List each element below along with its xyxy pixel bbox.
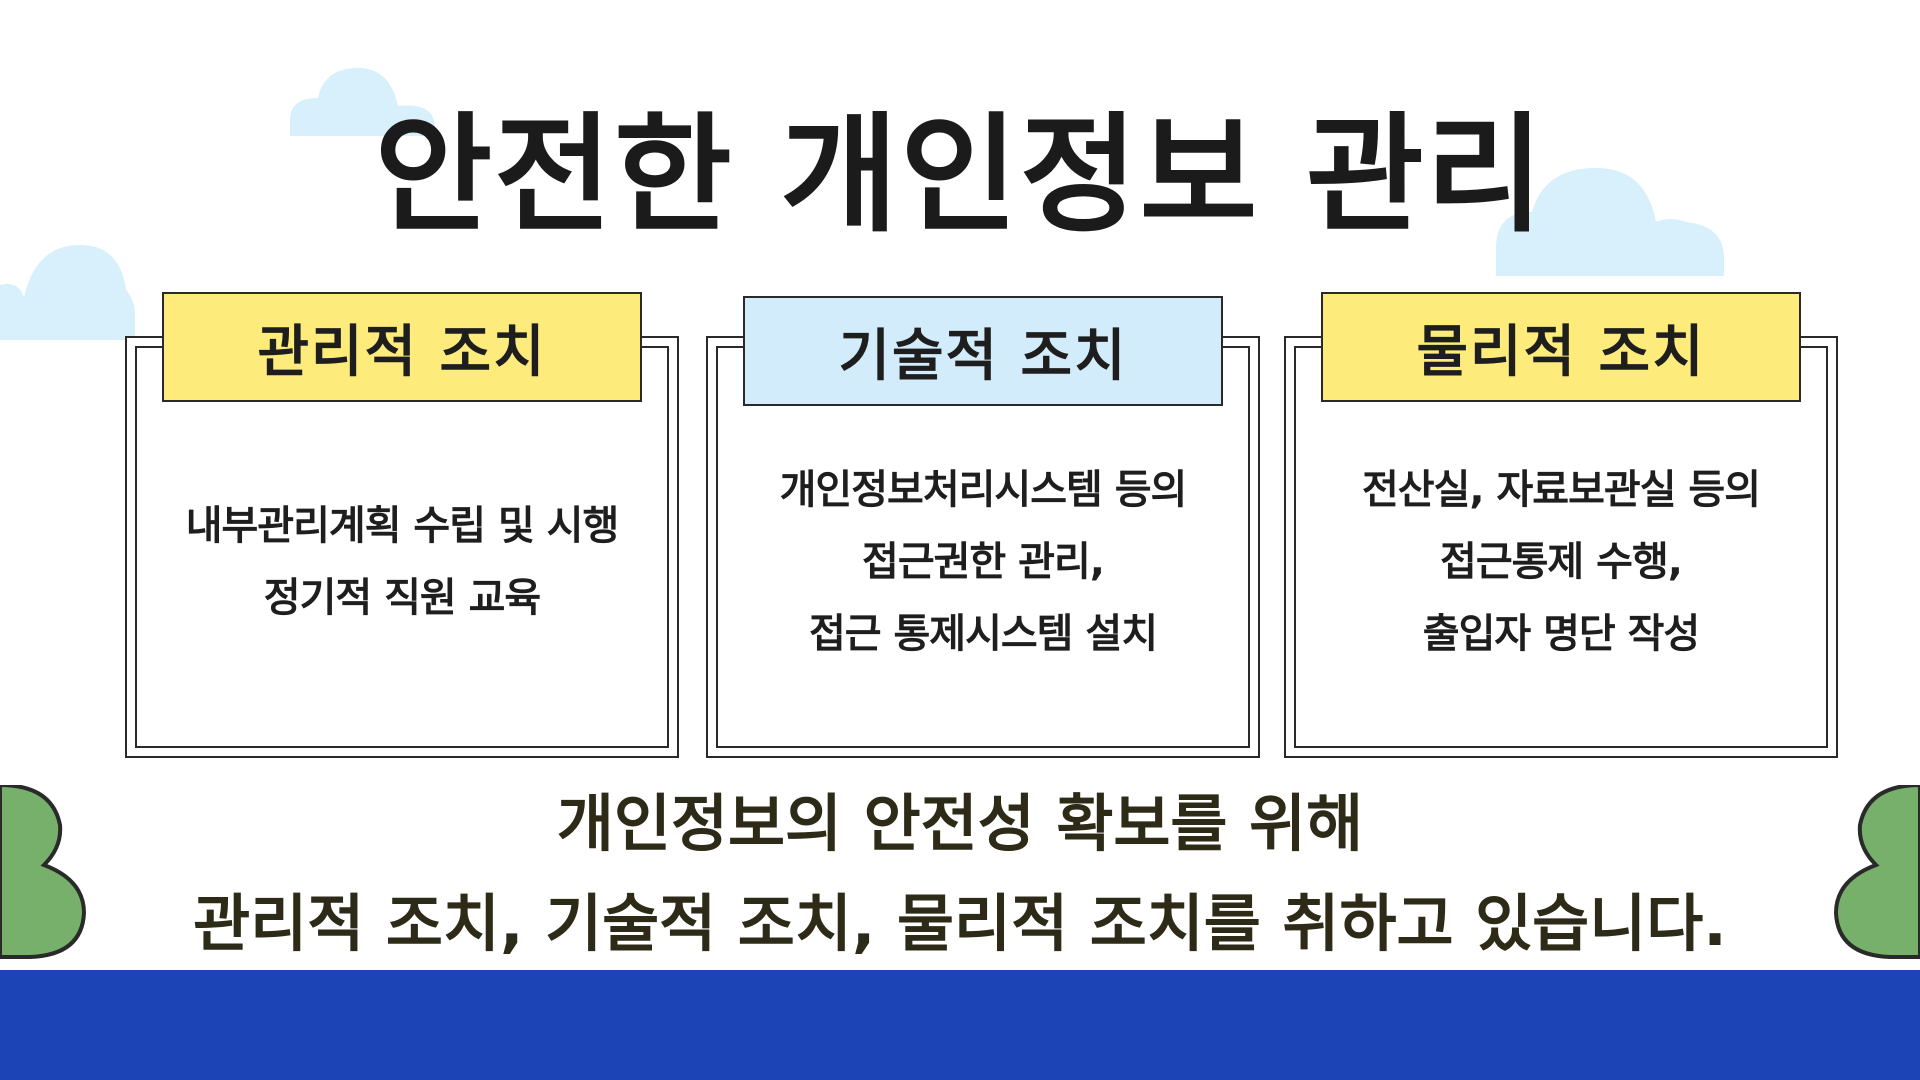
tree-left [0, 785, 87, 959]
card-technical: 개인정보처리시스템 등의 접근권한 관리, 접근 통제시스템 설치 [706, 336, 1260, 758]
card-physical-text: 전산실, 자료보관실 등의 접근통제 수행, 출입자 명단 작성 [1361, 424, 1761, 670]
card-administrative-header: 관리적 조치 [162, 292, 642, 402]
card-technical-header: 기술적 조치 [743, 296, 1223, 406]
card-technical-text: 개인정보처리시스템 등의 접근권한 관리, 접근 통제시스템 설치 [779, 424, 1188, 670]
tree-right [1833, 785, 1920, 959]
card-line: 내부관리계획 수립 및 시행 [185, 503, 620, 549]
card-physical-header: 물리적 조치 [1321, 292, 1801, 402]
page-title: 안전한 개인정보 관리 [374, 101, 1546, 250]
card-line: 접근통제 수행, [1440, 539, 1683, 585]
summary-line-2: 관리적 조치, 기술적 조치, 물리적 조치를 취하고 있습니다. [193, 887, 1727, 960]
card-line: 출입자 명단 작성 [1422, 611, 1700, 657]
cloud-right [1496, 168, 1724, 276]
card-line: 개인정보처리시스템 등의 [779, 467, 1188, 513]
card-line: 전산실, 자료보관실 등의 [1361, 467, 1761, 513]
ground-band [0, 970, 1920, 1080]
summary-line-1: 개인정보의 안전성 확보를 위해 [556, 787, 1364, 860]
card-line: 접근 통제시스템 설치 [808, 611, 1158, 657]
card-administrative: 내부관리계획 수립 및 시행 정기적 직원 교육 [125, 336, 679, 758]
cloud-top-left [290, 68, 435, 136]
card-line: 접근권한 관리, [862, 539, 1105, 585]
card-administrative-text: 내부관리계획 수립 및 시행 정기적 직원 교육 [185, 460, 620, 634]
card-physical: 전산실, 자료보관실 등의 접근통제 수행, 출입자 명단 작성 [1284, 336, 1838, 758]
cloud-left [0, 245, 135, 340]
card-line: 정기적 직원 교육 [263, 575, 541, 621]
